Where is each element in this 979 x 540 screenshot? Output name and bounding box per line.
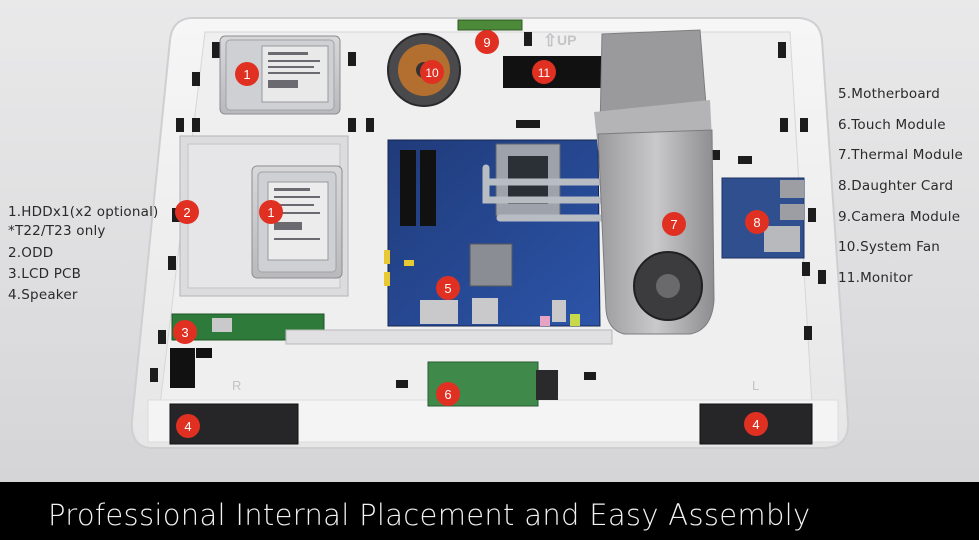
marker-3: 3 — [173, 320, 197, 344]
svg-text:5: 5 — [444, 281, 451, 296]
marker-8: 8 — [745, 210, 769, 234]
legend-item-motherboard: 5.Motherboard — [838, 86, 941, 102]
legend-item-thermal-module: 7.Thermal Module — [838, 147, 964, 164]
legend-item-odd: 2.ODD — [8, 244, 54, 261]
marker-1-top: 1 — [235, 62, 259, 86]
up-label: ⇧ — [543, 31, 557, 50]
marker-7: 7 — [662, 212, 686, 236]
svg-text:3: 3 — [181, 325, 188, 340]
marker-4-left: 4 — [744, 412, 768, 436]
marker-9: 9 — [475, 30, 499, 54]
hdd-center — [251, 165, 343, 279]
marker-11: 11 — [532, 60, 556, 84]
motherboard — [384, 139, 601, 327]
legend-item-speaker: 4.Speaker — [8, 287, 78, 304]
camera-module — [457, 19, 523, 31]
left-side-label: L — [752, 378, 759, 393]
footer-title: Professional Internal Placement and Easy… — [48, 498, 811, 532]
svg-text:2: 2 — [183, 205, 190, 220]
marker-6: 6 — [436, 382, 460, 406]
marker-1-center: 1 — [259, 200, 283, 224]
legend-item-daughter-card: 8.Daughter Card — [838, 178, 954, 195]
legend-item-camera-module: 9.Camera Module — [838, 208, 961, 225]
legend-item-system-fan: 10.System Fan — [838, 239, 941, 256]
legend-right: 5.Motherboard 6.Touch Module 7.Thermal M… — [838, 84, 978, 299]
chassis-diagram: ⇧ UP R L 1 1 2 3 4 4 5 6 7 8 9 10 11 — [130, 17, 850, 449]
svg-text:1: 1 — [267, 205, 274, 220]
hdd-top — [219, 35, 341, 115]
svg-text:11: 11 — [538, 66, 551, 80]
legend-left: 1.HDDx1(x2 optional) *T22/T23 only 2.ODD… — [8, 203, 178, 307]
heat-pipes — [482, 164, 616, 222]
marker-10: 10 — [420, 60, 444, 84]
legend-item-hdd: 1.HDDx1(x2 optional) — [8, 204, 159, 220]
svg-text:8: 8 — [753, 215, 760, 230]
svg-text:4: 4 — [184, 419, 191, 434]
marker-2: 2 — [175, 200, 199, 224]
legend-item-monitor: 11.Monitor — [838, 270, 913, 287]
legend-item-touch-module: 6.Touch Module — [838, 116, 946, 133]
svg-text:4: 4 — [752, 417, 759, 432]
up-text: UP — [557, 32, 576, 48]
marker-4-right: 4 — [176, 414, 200, 438]
svg-text:1: 1 — [243, 67, 250, 82]
svg-text:9: 9 — [483, 35, 490, 50]
legend-item-lcd-pcb: 3.LCD PCB — [8, 265, 82, 282]
marker-5: 5 — [436, 276, 460, 300]
right-side-label: R — [232, 378, 241, 393]
svg-text:10: 10 — [425, 66, 439, 80]
footer-banner: Professional Internal Placement and Easy… — [0, 482, 979, 540]
legend-item-hdd-note: *T22/T23 only — [8, 223, 106, 240]
thermal-module — [594, 29, 715, 335]
chassis-slots — [150, 32, 826, 388]
svg-text:7: 7 — [670, 217, 677, 232]
svg-text:6: 6 — [444, 387, 451, 402]
